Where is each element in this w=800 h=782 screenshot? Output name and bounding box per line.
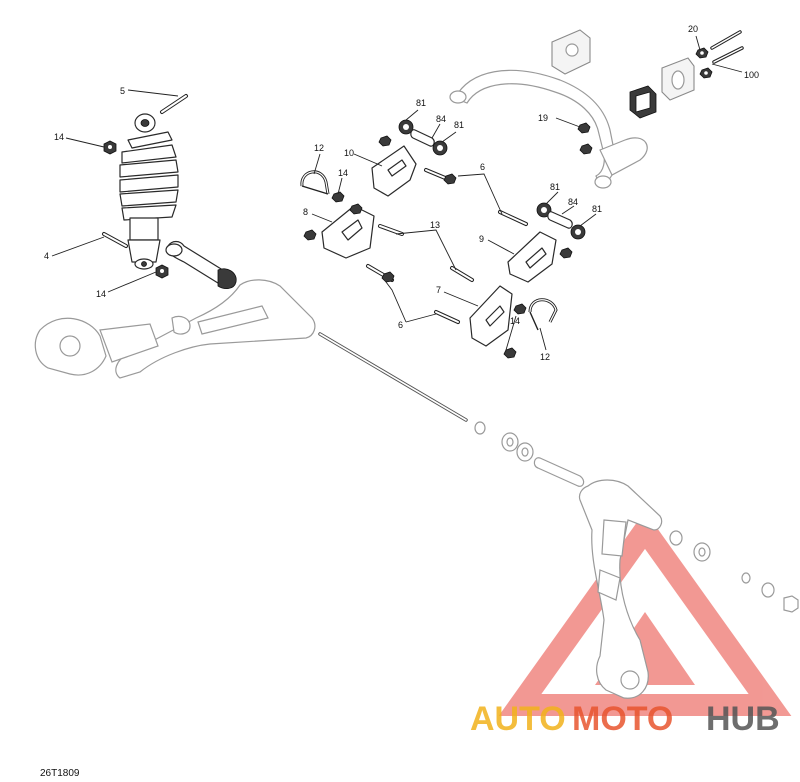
callout-8: 8 <box>303 207 308 217</box>
callout-12-lower: 12 <box>540 352 550 362</box>
sleeve-84-a <box>410 129 435 147</box>
bolt-6-bottom <box>434 310 460 324</box>
nut-14-upper <box>103 140 117 155</box>
callout-10: 10 <box>344 148 354 158</box>
bearing-c <box>693 542 711 562</box>
bolt-13-lower <box>450 266 474 282</box>
shock-absorber <box>119 113 179 270</box>
nut-14-mid <box>331 191 345 203</box>
bushing-81-b <box>432 140 448 156</box>
bracket-9 <box>507 231 573 283</box>
sway-bar <box>449 69 648 189</box>
bearing-b <box>516 442 534 462</box>
watermark-hub: HUB <box>706 700 780 738</box>
callout-14-mid: 14 <box>338 168 348 178</box>
bushing-81-d <box>570 224 586 240</box>
callout-81-a: 81 <box>416 98 426 108</box>
nut-14-upper-bracket <box>378 135 392 147</box>
callout-84-b: 84 <box>568 197 578 207</box>
trailing-arm-right <box>578 479 663 699</box>
watermark-moto: MOTO <box>572 700 673 738</box>
callout-20: 20 <box>688 24 698 34</box>
sway-bar-bracket-right <box>661 57 695 101</box>
callout-6-lower: 6 <box>398 320 403 330</box>
bolt-13 <box>378 224 404 236</box>
callout-100: 100 <box>744 70 759 80</box>
callout-84-a: 84 <box>436 114 446 124</box>
bearing-a <box>501 432 519 452</box>
callout-12-upper: 12 <box>314 143 324 153</box>
callout-9: 9 <box>479 234 484 244</box>
nut-end <box>783 595 799 613</box>
u-bolt-12-upper <box>300 170 330 195</box>
axle-shaft <box>318 332 468 422</box>
sway-bar-bushing <box>629 85 657 119</box>
trailing-arm <box>34 279 316 379</box>
bushing-81-a <box>398 119 414 135</box>
callout-19: 19 <box>538 113 548 123</box>
washer-a <box>474 421 486 435</box>
sleeve-84-b <box>547 211 573 229</box>
diagram-code: 26T1809 <box>40 768 80 779</box>
sway-bar-bracket-upper <box>551 29 591 75</box>
bolt-5 <box>160 94 188 114</box>
bracket-10 <box>371 145 417 197</box>
nut-bottom <box>503 347 517 359</box>
callout-6-upper: 6 <box>480 162 485 172</box>
callout-14-lower-left: 14 <box>96 289 106 299</box>
callout-81-d: 81 <box>592 204 602 214</box>
watermark-auto: AUTO <box>470 700 566 738</box>
bracket-8 <box>303 203 375 259</box>
bushing-81-c <box>536 202 552 218</box>
damper-rod <box>165 240 237 290</box>
washer-d <box>761 582 775 598</box>
callouts: 5 14 4 14 81 84 81 12 10 14 6 8 13 9 7 6… <box>44 24 759 362</box>
bolt-6-lower <box>366 264 395 283</box>
nut-14-lower <box>155 264 169 279</box>
bolt-6-right <box>498 210 528 226</box>
nut-20 <box>695 47 709 59</box>
callout-13: 13 <box>430 220 440 230</box>
bolt-6-upper <box>424 168 457 185</box>
bracket-7 <box>469 285 513 347</box>
callout-4: 4 <box>44 251 49 261</box>
washer-c <box>741 572 751 584</box>
watermark-logo: AUTO MOTO HUB <box>470 700 780 738</box>
callout-5: 5 <box>120 86 125 96</box>
u-bolt-12-lower <box>528 298 558 331</box>
bolt-20 <box>710 30 742 50</box>
callout-81-b: 81 <box>454 120 464 130</box>
callout-14-upper-left: 14 <box>54 132 64 142</box>
nut-19 <box>577 122 593 155</box>
washer-b <box>669 530 683 546</box>
bolt-4 <box>102 232 128 248</box>
callout-7: 7 <box>436 285 441 295</box>
nut-14-bottom <box>513 303 527 315</box>
bolt-100 <box>712 46 744 64</box>
leader-lines <box>51 35 743 351</box>
nut-100 <box>699 67 713 79</box>
spacer-tube <box>533 457 585 487</box>
callout-81-c: 81 <box>550 182 560 192</box>
callout-14-bottom: 14 <box>510 316 520 326</box>
